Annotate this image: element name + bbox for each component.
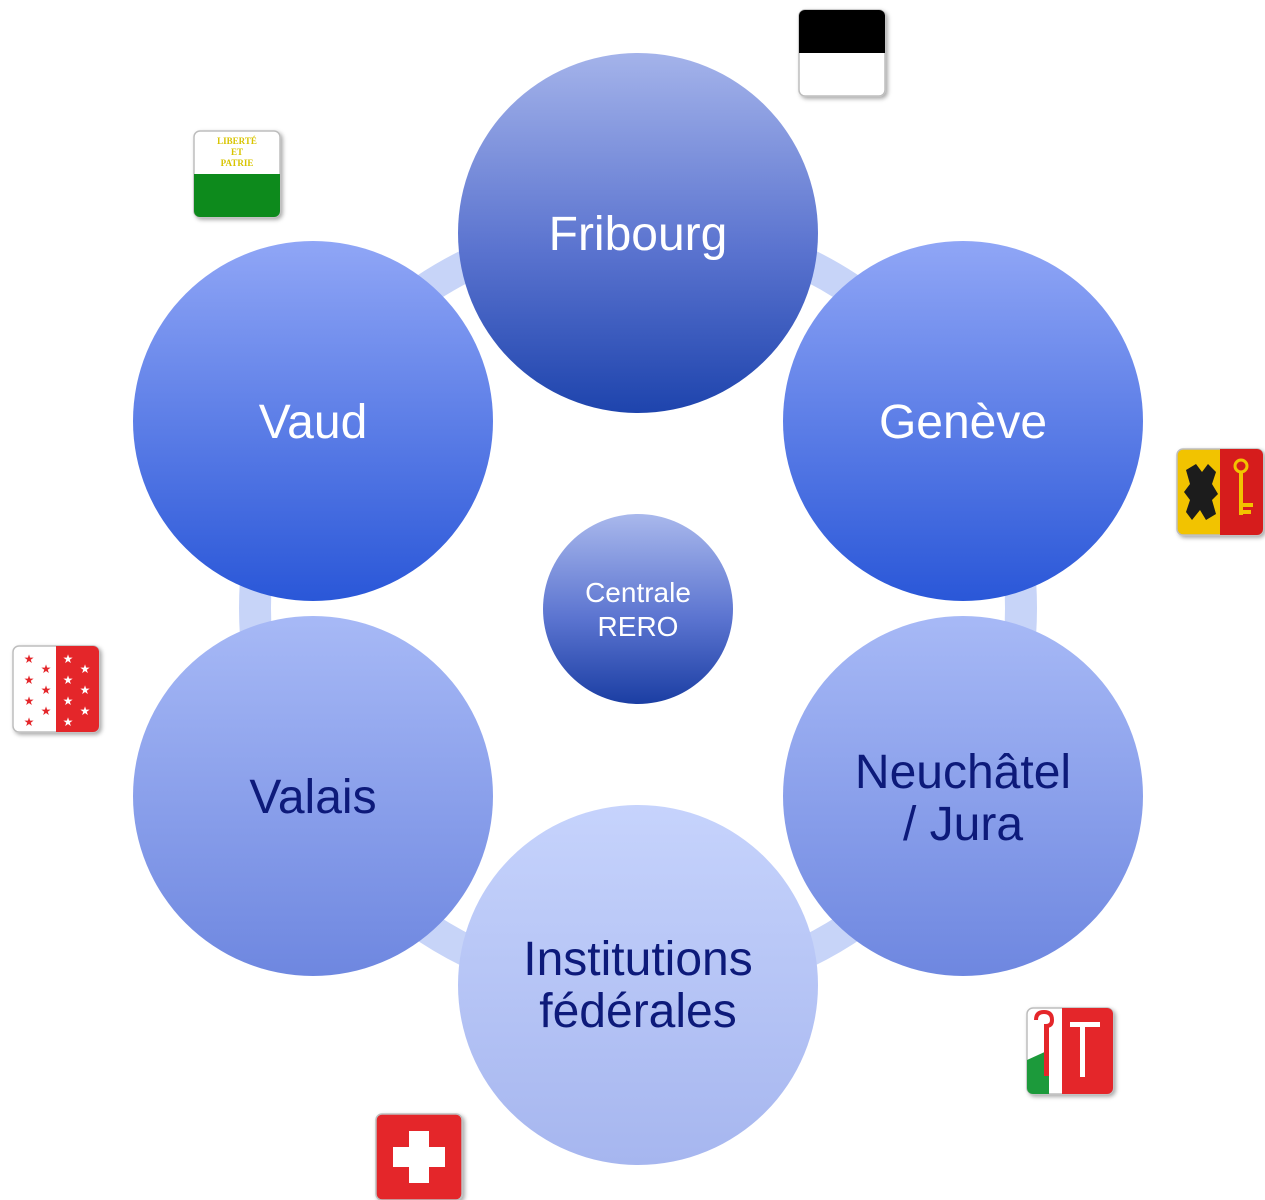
svg-text:★: ★ [41, 683, 52, 697]
node-neuchatel-jura-label-line2: / Jura [903, 798, 1023, 851]
node-institutions-federales[interactable]: Institutions fédérales [458, 805, 818, 1165]
node-neuchatel-jura-circle [783, 616, 1143, 976]
node-centrale-rero[interactable]: Centrale RERO [543, 514, 733, 704]
svg-text:★: ★ [41, 704, 52, 718]
node-geneve-label: Genève [879, 396, 1047, 449]
node-vaud-label: Vaud [259, 396, 368, 449]
node-centrale-rero-label-line2: RERO [598, 611, 679, 642]
node-valais-label: Valais [249, 771, 376, 824]
node-institutions-federales-label-line1: Institutions [523, 933, 752, 986]
flag-fribourg-icon [798, 9, 886, 97]
flag-vaud-motto-line1: LIBERTÉ [217, 136, 257, 146]
svg-text:★: ★ [41, 662, 52, 676]
svg-text:★: ★ [63, 715, 74, 729]
node-centrale-rero-label-line1: Centrale [585, 577, 691, 608]
svg-text:★: ★ [63, 673, 74, 687]
node-centrale-rero-circle [543, 514, 733, 704]
node-geneve[interactable]: Genève [783, 241, 1143, 601]
node-institutions-federales-circle [458, 805, 818, 1165]
flag-geneve-icon [1176, 448, 1264, 536]
svg-text:★: ★ [24, 652, 35, 666]
svg-text:★: ★ [63, 694, 74, 708]
node-fribourg-label: Fribourg [549, 208, 728, 261]
flag-jura-icon [1026, 1007, 1114, 1095]
node-fribourg[interactable]: Fribourg [458, 53, 818, 413]
svg-text:★: ★ [24, 694, 35, 708]
node-vaud[interactable]: Vaud [133, 241, 493, 601]
flag-vaud-motto-line2: ET [231, 147, 243, 157]
node-geneve-circle [783, 241, 1143, 601]
node-neuchatel-jura[interactable]: Neuchâtel / Jura [783, 616, 1143, 976]
node-neuchatel-jura-label-line1: Neuchâtel [855, 746, 1071, 799]
svg-text:★: ★ [24, 715, 35, 729]
node-fribourg-circle [458, 53, 818, 413]
flag-swiss-icon [375, 1113, 463, 1200]
svg-text:★: ★ [80, 662, 91, 676]
node-vaud-circle [133, 241, 493, 601]
svg-text:★: ★ [24, 673, 35, 687]
svg-text:★: ★ [80, 704, 91, 718]
flag-vaud-icon: LIBERTÉ ET PATRIE [193, 130, 281, 218]
svg-text:★: ★ [80, 683, 91, 697]
flag-valais-icon: ★ ★ ★ ★ ★ ★ ★ ★ ★ ★ ★ ★ ★ ★ [12, 645, 100, 733]
node-valais-circle [133, 616, 493, 976]
node-institutions-federales-label-line2: fédérales [539, 985, 736, 1038]
svg-text:★: ★ [63, 652, 74, 666]
flag-vaud-motto-line3: PATRIE [221, 158, 254, 168]
node-valais[interactable]: Valais [133, 616, 493, 976]
